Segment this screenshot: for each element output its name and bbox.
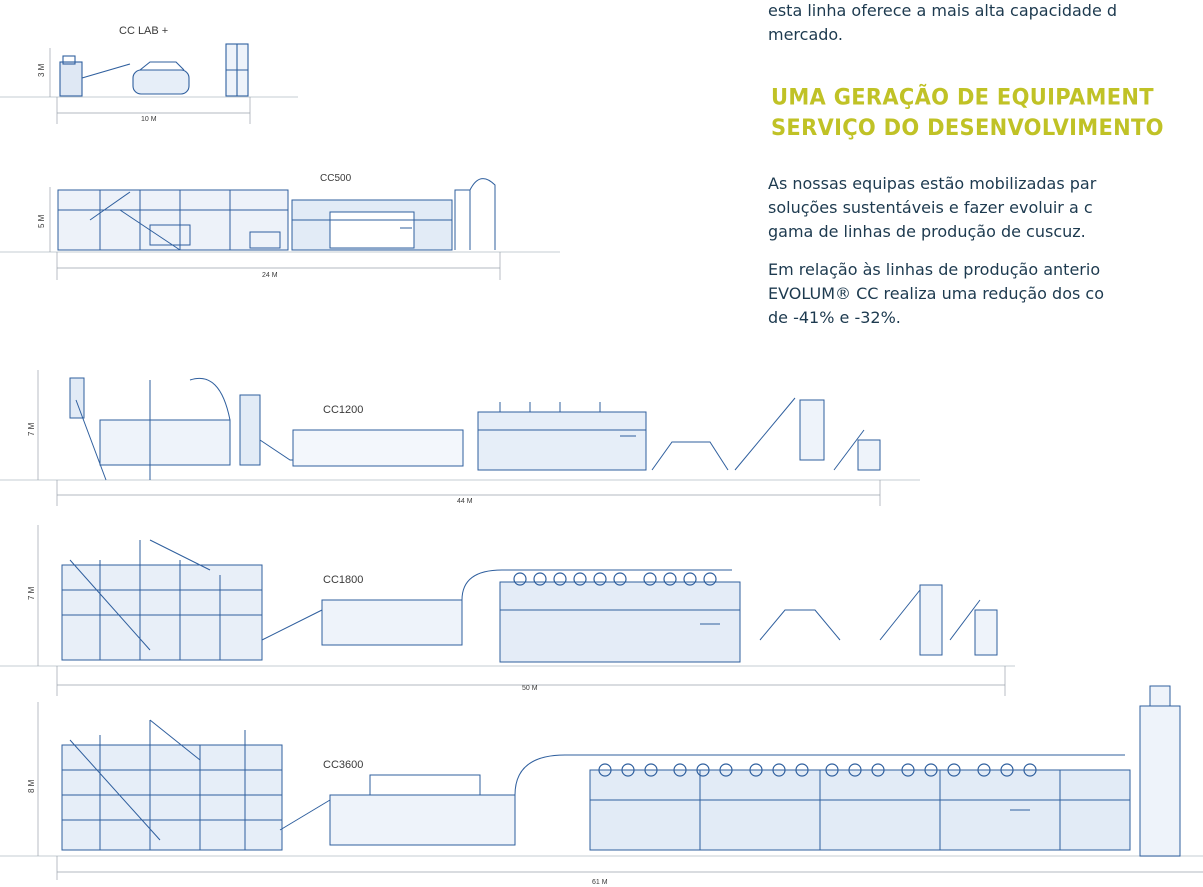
intro-line: mercado. — [768, 25, 844, 44]
cc1200-height: 7 M — [27, 422, 36, 436]
intro-paragraph: esta linha oferece a mais alta capacidad… — [768, 0, 1117, 47]
cc500-height: 5 M — [37, 214, 46, 228]
cc1200-length: 44 M — [457, 498, 473, 505]
cc3600-height: 8 M — [27, 779, 36, 793]
heading-line: serviço do desenvolvimento — [771, 115, 1164, 141]
cc3600-name: CC3600 — [323, 759, 363, 771]
line-cc3600: CC3600 8 M 61 M — [0, 685, 1203, 886]
cclab-length: 10 M — [141, 116, 157, 123]
heading-line: Uma geração de equipament — [771, 84, 1154, 110]
cclab-height: 3 M — [37, 63, 46, 77]
cc1800-name: CC1800 — [323, 574, 363, 586]
cclab-name: CC LAB + — [119, 25, 168, 37]
intro-line: esta linha oferece a mais alta capacidad… — [768, 1, 1118, 20]
cc1800-height: 7 M — [27, 586, 36, 600]
line-cc500: CC500 5 M 24 M — [0, 173, 560, 280]
section-heading: Uma geração de equipament serviço do des… — [771, 83, 1164, 144]
paragraph-line: de -41% e -32%. — [768, 308, 901, 327]
cc500-length: 24 M — [262, 272, 278, 279]
paragraph-line: As nossas equipas estão mobilizadas par — [768, 174, 1097, 193]
paragraph-line: Em relação às linhas de produção anterio — [768, 260, 1101, 279]
cc500-name: CC500 — [320, 173, 352, 184]
paragraph-comparison: Em relação às linhas de produção anterio… — [768, 258, 1104, 330]
paragraph-line: EVOLUM® CC realiza uma redução dos co — [768, 284, 1104, 303]
cc1800-length: 50 M — [522, 685, 538, 692]
paragraph-line: soluções sustentáveis e fazer evoluir a … — [768, 198, 1093, 217]
paragraph-teams: As nossas equipas estão mobilizadas par … — [768, 172, 1096, 244]
line-cc1800: CC1800 7 M 50 M — [0, 525, 1015, 696]
paragraph-line: gama de linhas de produção de cuscuz. — [768, 222, 1086, 241]
line-cc1200: CC1200 7 M 44 M — [0, 370, 920, 506]
cc3600-length: 61 M — [592, 879, 608, 886]
line-cclab: CC LAB + 3 M 10 M — [0, 25, 298, 124]
cc1200-name: CC1200 — [323, 404, 363, 416]
